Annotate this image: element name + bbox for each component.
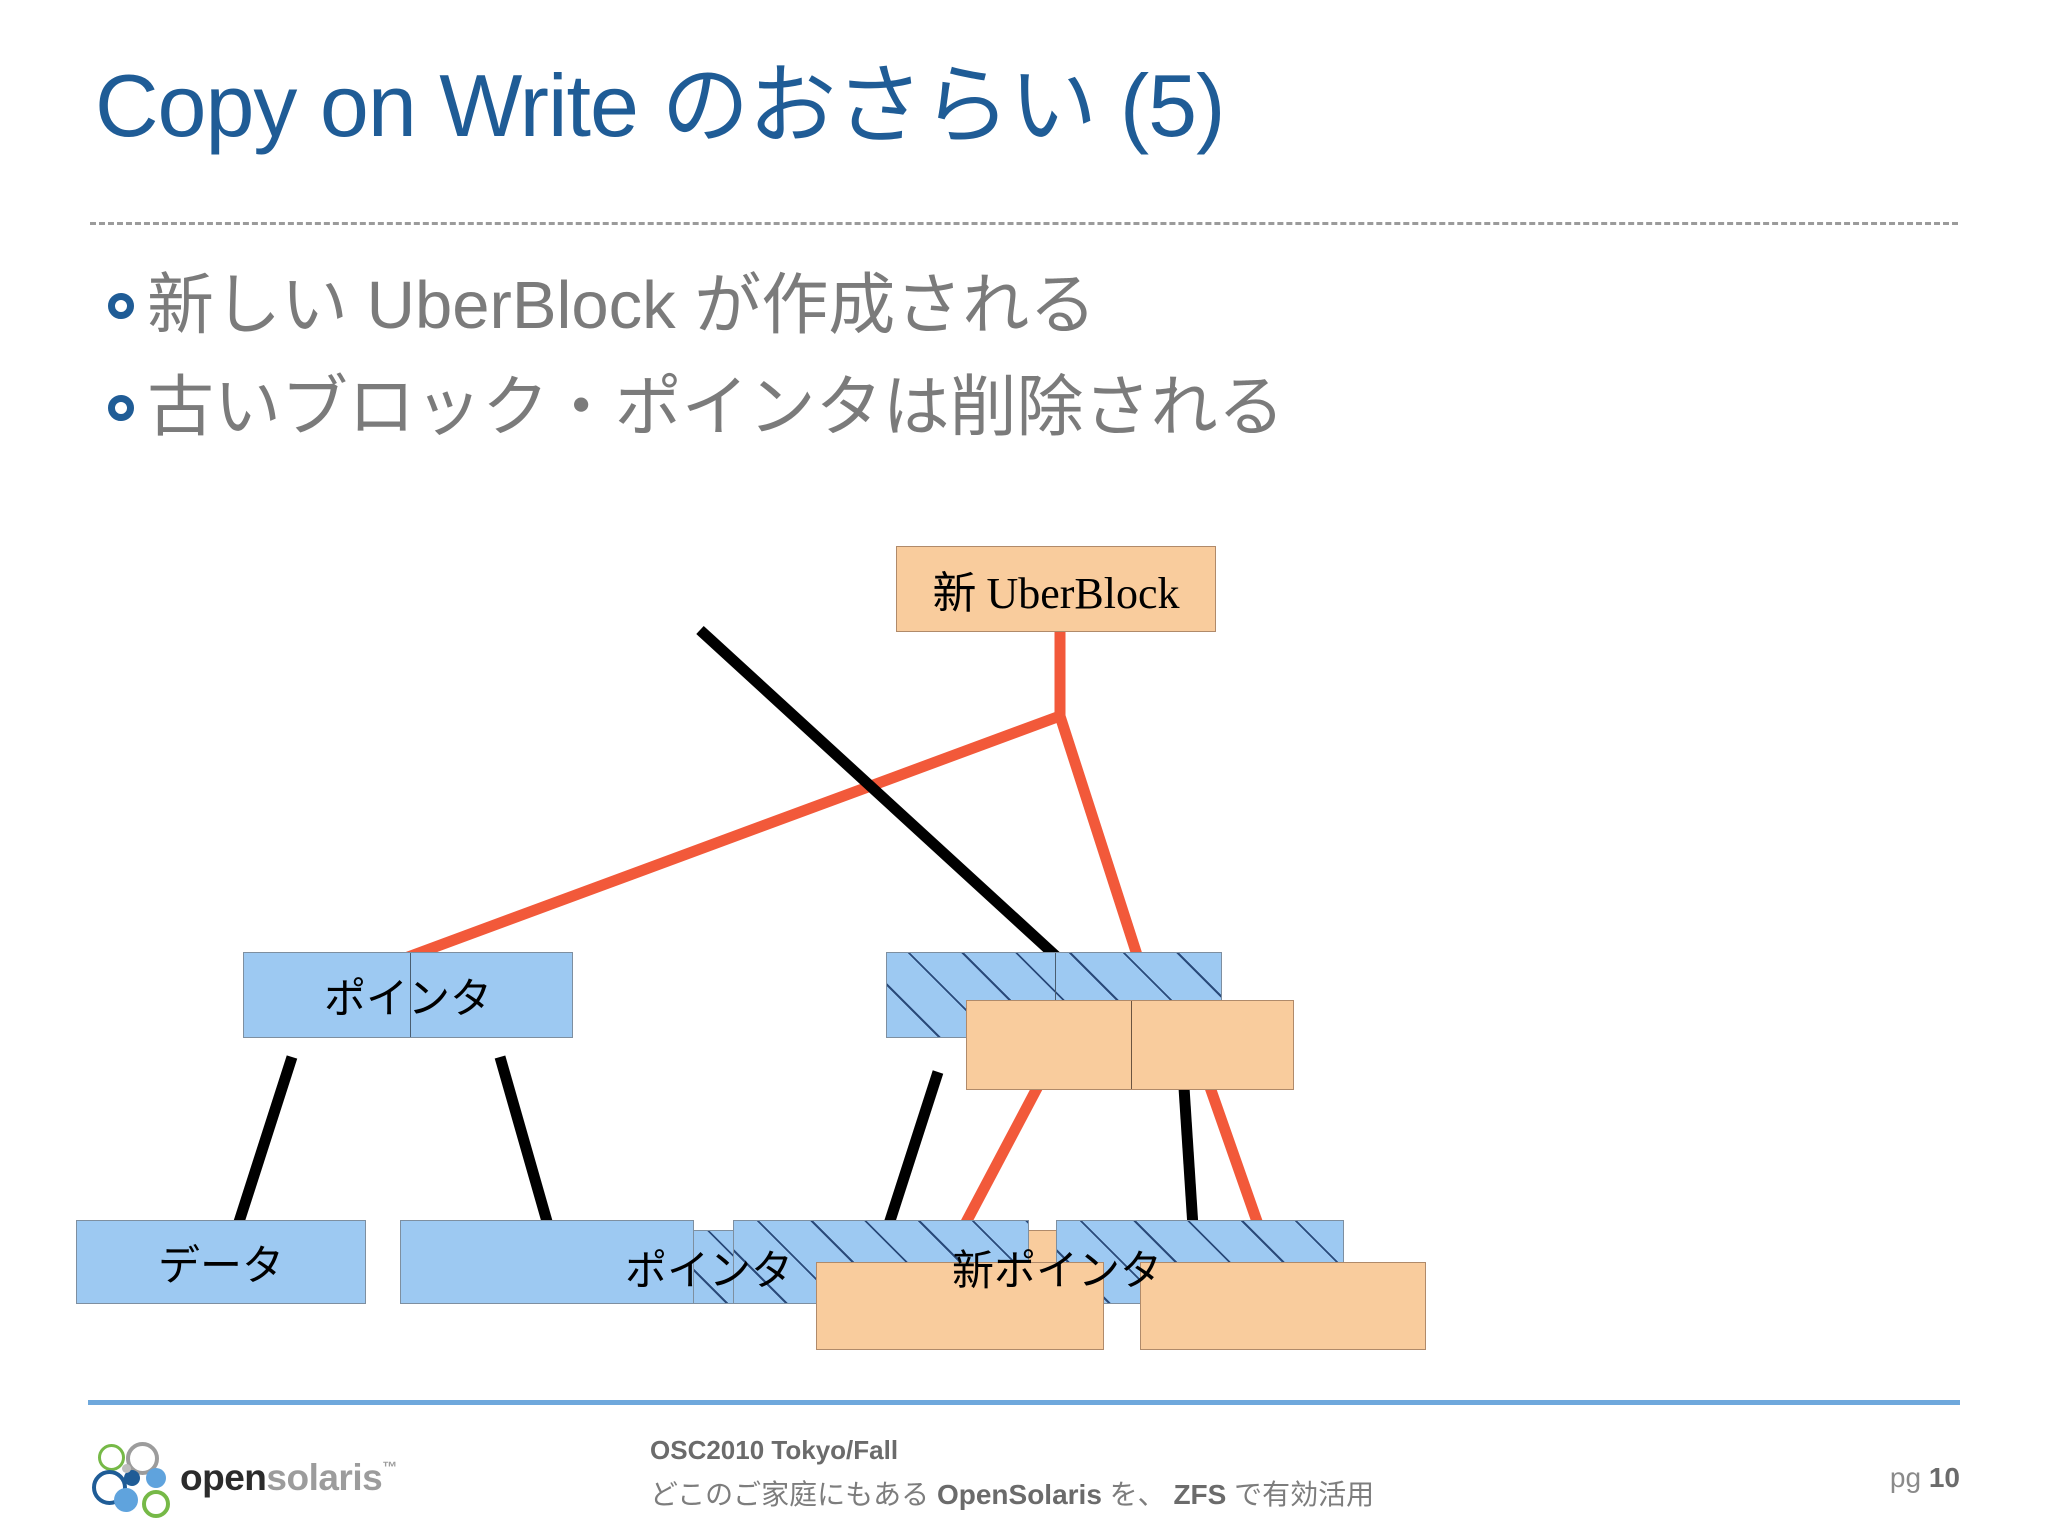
link-old-pointer-to-old-right-block: [696, 625, 1062, 963]
link-left-pointer-to-data-blank: [494, 1055, 554, 1227]
node-data-left: データ: [76, 1220, 366, 1304]
page-title: Copy on Write のおさらい (5): [95, 56, 1225, 155]
link-new-mid-to-new-data-b: [1199, 1071, 1266, 1232]
footer-divider: [88, 1400, 1960, 1405]
bullet-item-1: 古いブロック・ポインタは削除される: [95, 357, 1945, 459]
node-old-pointer-top-label: ポインタ: [624, 1246, 793, 1294]
node-new-data-b: [1140, 1262, 1426, 1350]
node-data-blank: [400, 1220, 694, 1304]
node-data-left-label: データ: [157, 1241, 284, 1289]
bullet-item-0: 新しい UberBlock が作成される: [95, 255, 1945, 357]
node-new-pointer: 新ポインタ: [914, 1230, 1200, 1304]
page-number: pg 10: [1890, 1462, 1960, 1494]
footer-sub-p2: を、: [1101, 1479, 1174, 1510]
title-block: Copy on Write のおさらい (5): [95, 56, 1695, 166]
node-new-uberblock-en: UberBlock: [986, 569, 1180, 618]
ring-bullet-icon: [95, 395, 147, 421]
footer-text-block: OSC2010 Tokyo/Fall どこのご家庭にもある OpenSolari…: [650, 1428, 1750, 1518]
logo-open-text: open: [180, 1457, 267, 1498]
bullet-text-1: 古いブロック・ポインタは削除される: [147, 370, 1285, 445]
node-new-data-a: [816, 1262, 1104, 1350]
node-new-pointer-label: 新ポインタ: [951, 1246, 1162, 1294]
cell-divider: [1055, 953, 1056, 1037]
link-new-pointer-to-new-mid-block: [1054, 714, 1144, 960]
link-old-mid-to-old-data-b: [1177, 1071, 1199, 1228]
footer-sub-b2: ZFS: [1173, 1479, 1227, 1510]
opensolaris-logo-icon: [92, 1442, 170, 1518]
title-divider: [90, 222, 1958, 225]
ring-bullet-icon: [95, 293, 147, 319]
link-new-pointer-to-left-pointer: [406, 710, 1062, 963]
link-left-pointer-to-data-left: [232, 1055, 298, 1227]
node-new-mid-block: [966, 1000, 1294, 1090]
page-label: pg: [1889, 1462, 1929, 1493]
footer-event-name: OSC2010 Tokyo/Fall: [650, 1435, 899, 1465]
node-left-pointer: ポインタ: [243, 952, 573, 1038]
link-old-mid-to-old-data-a: [882, 1070, 944, 1229]
node-left-pointer-label: ポインタ: [323, 974, 492, 1022]
cell-divider: [410, 953, 411, 1037]
cell-divider: [1131, 1001, 1132, 1089]
footer: opensolaris™ OSC2010 Tokyo/Fall どこのご家庭にも…: [0, 1410, 2048, 1536]
logo-solaris-text: solaris: [266, 1457, 383, 1498]
opensolaris-logo: opensolaris™: [92, 1438, 432, 1518]
footer-sub-p1: どこのご家庭にもある: [650, 1479, 937, 1510]
logo-tm: ™: [382, 1459, 397, 1476]
link-new-mid-to-new-data-a: [957, 1070, 1050, 1233]
opensolaris-wordmark: opensolaris™: [180, 1457, 397, 1499]
footer-sub-b1: OpenSolaris: [936, 1479, 1102, 1510]
footer-subtitle: どこのご家庭にもある OpenSolaris を、 ZFS で有効活用: [650, 1472, 1750, 1518]
bullet-text-0: 新しい UberBlock が作成される: [147, 268, 1097, 343]
footer-sub-p3: で有効活用: [1226, 1479, 1375, 1510]
node-new-uberblock-jp: 新: [932, 569, 977, 618]
bullet-list: 新しい UberBlock が作成される 古いブロック・ポインタは削除される: [95, 255, 1945, 459]
connector-lines: [232, 625, 1266, 1233]
page-number-value: 10: [1928, 1462, 1960, 1493]
